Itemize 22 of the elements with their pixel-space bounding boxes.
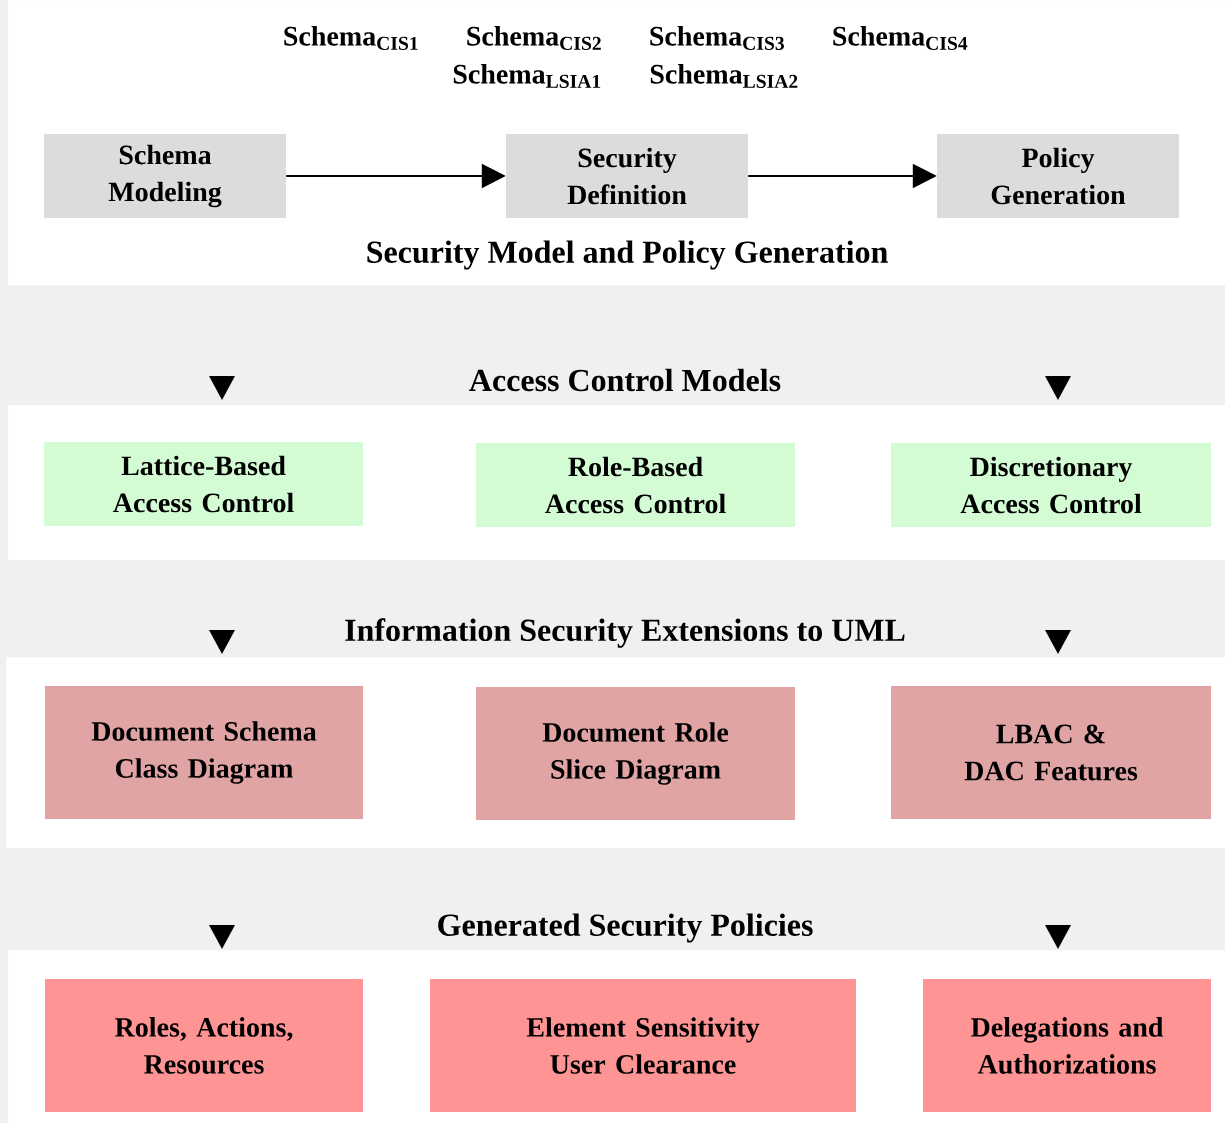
process-box: Security Definition bbox=[506, 134, 748, 218]
section-heading: Generated Security Policies bbox=[438, 913, 813, 943]
schema-label: Schema$_{CIS1}$ bbox=[284, 26, 418, 50]
schema-label: Schema$_{LSIA1}$ bbox=[453, 64, 601, 88]
process-box: Roles, Actions, Resources bbox=[45, 979, 363, 1112]
schema-label: Schema$_{CIS3}$ bbox=[650, 26, 784, 50]
process-box: Document Role Slice Diagram bbox=[476, 687, 795, 820]
schema-label: Schema$_{CIS4}$ bbox=[833, 26, 968, 50]
process-box: Document Schema Class Diagram bbox=[45, 686, 363, 819]
process-box: LBAC & DAC Features bbox=[891, 686, 1211, 819]
schema-label: Schema$_{LSIA2}$ bbox=[650, 64, 798, 88]
process-box: Discretionary Access Control bbox=[891, 443, 1211, 527]
process-box: Lattice-Based Access Control bbox=[44, 442, 363, 526]
section-heading: Security Model and Policy Generation bbox=[367, 240, 888, 270]
process-box: Role-Based Access Control bbox=[476, 443, 795, 527]
process-box: Schema Modeling bbox=[44, 134, 286, 218]
section-heading: Access Control Models bbox=[469, 368, 781, 392]
process-box: Policy Generation bbox=[937, 134, 1179, 218]
process-box: Delegations and Authorizations bbox=[923, 979, 1211, 1112]
process-box: Element Sensitivity User Clearance bbox=[430, 979, 856, 1112]
schema-label: Schema$_{CIS2}$ bbox=[467, 26, 601, 50]
section-heading: Information Security Extensions to UML bbox=[345, 618, 905, 648]
